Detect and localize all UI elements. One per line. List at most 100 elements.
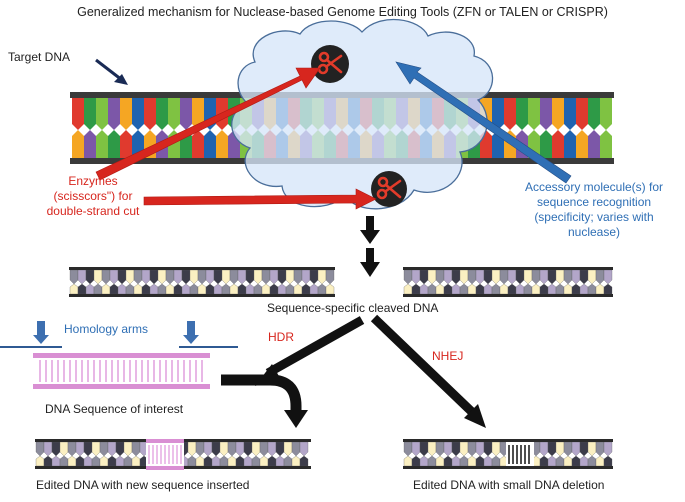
base-pair-bottom (131, 455, 141, 467)
cleaved-dna-right (403, 267, 613, 297)
dna-strand-top (403, 267, 613, 270)
base-pair-top (157, 269, 167, 285)
base-pair-bottom (229, 283, 239, 295)
base-pair-top (132, 97, 144, 130)
base-pair-top (227, 441, 237, 457)
base-pair-bottom (427, 455, 437, 467)
base-pair-bottom (219, 455, 229, 467)
base-pair-top (125, 269, 135, 285)
base-pair-top (251, 441, 261, 457)
base-pair-top (91, 441, 101, 457)
accessory-label: Accessory molecule(s) for sequence recog… (510, 180, 678, 240)
insert-strand-top (146, 439, 184, 443)
base-pair-top (564, 97, 576, 130)
base-pair-bottom (237, 283, 247, 295)
base-pair-bottom (588, 130, 600, 159)
base-pair-bottom (211, 455, 221, 467)
base-pair-top (483, 441, 493, 457)
base-pair-top (120, 97, 132, 130)
base-pair-top (595, 441, 605, 457)
base-pair-bottom (197, 283, 207, 295)
accessory-line: nuclease) (567, 225, 621, 239)
base-pair-top (259, 441, 269, 457)
base-pair-top (507, 269, 517, 285)
base-pair-bottom (515, 283, 525, 295)
base-pair-top (131, 441, 141, 457)
base-pair-bottom (51, 455, 61, 467)
base-pair-bottom (499, 283, 509, 295)
base-pair-bottom (157, 283, 167, 295)
base-pair-bottom (301, 283, 311, 295)
base-pair-bottom (467, 455, 477, 467)
base-pair-bottom (483, 283, 493, 295)
base-pair-bottom (84, 130, 96, 159)
base-pair-top (411, 269, 421, 285)
base-pair-bottom (411, 283, 421, 295)
sequence-of-interest-label: DNA Sequence of interest (45, 402, 184, 416)
base-pair-bottom (539, 283, 549, 295)
scissors-icon (311, 45, 349, 83)
base-pair-top (587, 441, 597, 457)
accessory-line: Accessory molecule(s) for (524, 180, 664, 194)
base-pair-bottom (595, 455, 605, 467)
base-pair-bottom (275, 455, 285, 467)
edited-inserted-label: Edited DNA with new sequence inserted (36, 478, 250, 492)
base-pair-bottom (235, 455, 245, 467)
base-pair-top (483, 269, 493, 285)
base-pair-bottom (120, 130, 132, 159)
cleaved-label: Sequence-specific cleaved DNA (267, 301, 439, 315)
base-pair-bottom (285, 283, 295, 295)
base-pair-top (299, 441, 309, 457)
base-pair-top (173, 269, 183, 285)
base-pair-top (213, 269, 223, 285)
arrow-icon (95, 58, 128, 85)
base-pair-bottom (283, 455, 293, 467)
base-pair-top (133, 269, 143, 285)
enzymes-label: Enzymes (scisscors") for double-strand c… (38, 174, 148, 219)
base-pair-top (107, 441, 117, 457)
cleaved-dna-left (69, 267, 335, 297)
base-pair-top (219, 441, 229, 457)
base-pair-bottom (192, 130, 204, 159)
base-pair-top (467, 441, 477, 457)
base-pair-top (93, 269, 103, 285)
base-pair-bottom (475, 455, 485, 467)
base-pair-top (403, 269, 413, 285)
base-pair-bottom (99, 455, 109, 467)
accessory-line: sequence recognition (536, 195, 652, 209)
base-pair-top (43, 441, 53, 457)
base-pair-top (180, 97, 192, 130)
base-pair-top (411, 441, 421, 457)
base-pair-bottom (243, 455, 253, 467)
base-pair-top (459, 269, 469, 285)
nhej-arrow (370, 314, 486, 428)
base-pair-top (203, 441, 213, 457)
base-pair-top (197, 269, 207, 285)
base-pair-bottom (475, 283, 485, 295)
base-pair-top (435, 269, 445, 285)
base-pair-bottom (267, 455, 277, 467)
base-pair-bottom (115, 455, 125, 467)
base-pair-bottom (443, 283, 453, 295)
base-pair-bottom (133, 283, 143, 295)
base-pair-bottom (579, 283, 589, 295)
base-pair-bottom (507, 283, 517, 295)
base-pair-top (475, 441, 485, 457)
base-pair-bottom (325, 283, 335, 295)
base-pair-top (309, 269, 319, 285)
dna-strand-top (69, 267, 335, 270)
base-pair-top (101, 269, 111, 285)
base-pair-bottom (213, 283, 223, 295)
deletion-strand-top (506, 439, 534, 442)
base-pair-top (531, 269, 541, 285)
base-pair-top (205, 269, 215, 285)
base-pair-bottom (563, 283, 573, 295)
scissors-icon (371, 171, 407, 207)
base-pair-top (325, 269, 335, 285)
target-dna-label: Target DNA (8, 50, 71, 64)
base-pair-top (181, 269, 191, 285)
base-pair-bottom (459, 283, 469, 295)
base-pair-bottom (403, 455, 413, 467)
base-pair-top (192, 97, 204, 130)
base-pair-bottom (595, 283, 605, 295)
